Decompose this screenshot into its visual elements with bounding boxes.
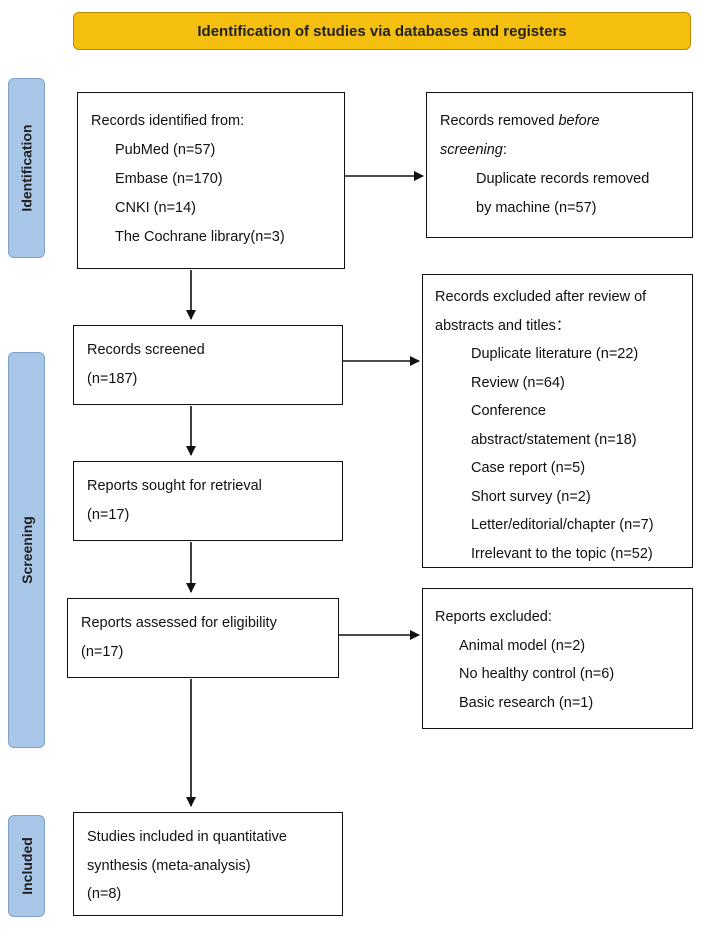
excluded-item: Conference xyxy=(471,403,546,419)
included-line2: synthesis (meta-analysis) xyxy=(87,857,251,874)
records-screened-count: (n=187) xyxy=(87,370,138,387)
removed-title-colon: : xyxy=(502,142,507,158)
phase-identification: Identification xyxy=(8,78,45,258)
reports-excluded-item: No healthy control (n=6) xyxy=(459,666,615,682)
reports-sought-title: Reports sought for retrieval xyxy=(87,478,262,494)
phase-screening: Screening xyxy=(8,352,45,748)
excluded-item: Duplicate literature (n=22) xyxy=(471,346,639,362)
records-removed-title: Records removed before xyxy=(440,107,692,136)
excluded-item: Irrelevant to the topic (n=52) xyxy=(471,545,653,562)
reports-excluded-item: Basic research (n=1) xyxy=(459,694,594,711)
records-removed-box: Records removed before screening: Duplic… xyxy=(426,92,693,238)
reports-excluded-box: Reports excluded: Animal model (n=2) No … xyxy=(422,588,693,729)
reports-assessed-box: Reports assessed for eligibility (n=17) xyxy=(67,598,339,678)
excluded-item: Short survey (n=2) xyxy=(471,488,591,505)
source-embase: Embase (n=170) xyxy=(115,171,223,187)
excluded-item: Letter/editorial/chapter (n=7) xyxy=(471,517,654,533)
removed-title-italic: before xyxy=(558,113,600,129)
studies-included-box: Studies included in quantitative synthes… xyxy=(73,812,343,916)
reports-excluded-item: Animal model (n=2) xyxy=(459,637,586,654)
removed-item-1: Duplicate records removed xyxy=(476,171,650,187)
header-banner: Identification of studies via databases … xyxy=(73,12,691,50)
records-screened-box: Records screened (n=187) xyxy=(73,325,343,405)
source-pubmed: PubMed (n=57) xyxy=(115,142,216,158)
source-cnki: CNKI (n=14) xyxy=(115,200,196,216)
removed-title-screening: screening xyxy=(440,142,503,158)
reports-sought-box: Reports sought for retrieval (n=17) xyxy=(73,461,343,541)
reports-sought-count: (n=17) xyxy=(87,506,130,523)
records-identified-box: Records identified from: PubMed (n=57) E… xyxy=(77,92,345,269)
included-line3: (n=8) xyxy=(87,886,122,902)
excluded-item: Review (n=64) xyxy=(471,374,565,391)
header-title: Identification of studies via databases … xyxy=(197,22,567,40)
records-removed-title-line2: screening: xyxy=(440,136,692,165)
records-excluded-box: Records excluded after review of abstrac… xyxy=(422,274,693,568)
phase-included: Included xyxy=(8,815,45,917)
excluded-item: Case report (n=5) xyxy=(471,460,586,476)
reports-assessed-title: Reports assessed for eligibility xyxy=(81,615,277,631)
source-cochrane: The Cochrane library(n=3) xyxy=(115,229,285,245)
reports-excluded-title: Reports excluded: xyxy=(435,609,552,625)
records-screened-title: Records screened xyxy=(87,342,205,358)
reports-assessed-count: (n=17) xyxy=(81,643,124,660)
removed-title-prefix: Records removed xyxy=(440,113,559,129)
records-identified-title: Records identified from: xyxy=(91,113,245,129)
included-line1: Studies included in quantitative xyxy=(87,829,287,845)
excluded-title-line1: Records excluded after review of xyxy=(435,289,647,305)
excluded-title-line2: abstracts and titles： xyxy=(435,317,571,334)
removed-item-2: by machine (n=57) xyxy=(476,200,597,216)
excluded-item: abstract/statement (n=18) xyxy=(471,431,637,448)
